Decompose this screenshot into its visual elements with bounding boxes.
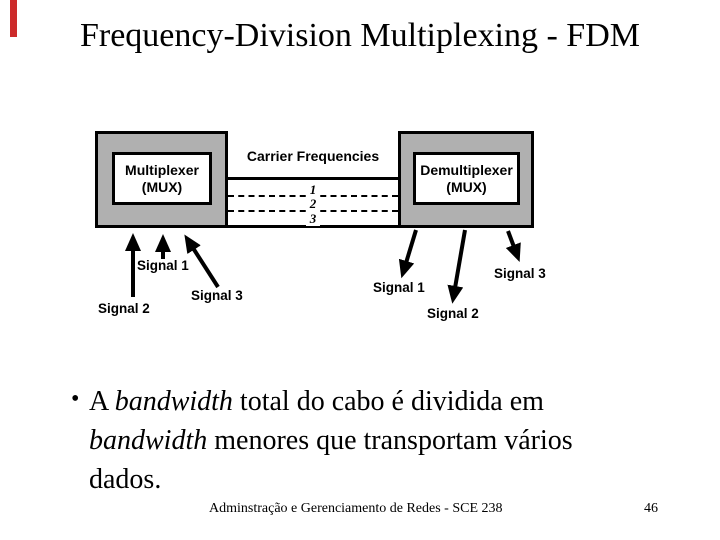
right-signal2-label: Signal 2 [427, 306, 479, 321]
footer-course-name: Adminstração e Gerenciamento de Redes - … [209, 501, 503, 516]
right-signal3-label: Signal 3 [494, 266, 546, 281]
right-signal2-arrow [447, 229, 467, 304]
body-text-italic: bandwidth [114, 386, 233, 417]
footer-page-number: 46 [644, 501, 658, 516]
bullet-line-1: A bandwidth total do cabo é dividida em [89, 382, 669, 421]
channel-number-2-text: 2 [305, 196, 321, 211]
demultiplexer-label: Demultiplexer [420, 161, 513, 178]
bullet-paragraph: • A bandwidth total do cabo é dividida e… [71, 382, 669, 499]
cable-channel: 1 2 3 [228, 177, 398, 228]
red-accent-mark [10, 0, 17, 37]
body-text-segment: total do cabo é dividida em [232, 386, 544, 417]
body-text-segment: dados. [89, 464, 162, 495]
body-text-segment: menores que transportam vários [207, 425, 573, 456]
right-signal3-arrow [505, 230, 521, 262]
body-text-italic: bandwidth [89, 425, 208, 456]
carrier-frequencies-label: Carrier Frequencies [246, 148, 380, 164]
channel-number-3: 3 [228, 211, 398, 226]
multiplexer-box: Multiplexer (MUX) [112, 152, 212, 205]
bullet-line-3: dados. [89, 460, 669, 499]
channel-number-1: 1 [228, 182, 398, 197]
body-text-segment: A [89, 386, 115, 417]
left-signal3-arrow [184, 234, 220, 289]
bullet-marker: • [71, 386, 80, 412]
channel-number-2: 2 [228, 196, 398, 211]
left-signal1-label: Signal 1 [137, 258, 189, 273]
left-signal2-label: Signal 2 [98, 301, 150, 316]
slide-title: Frequency-Division Multiplexing - FDM [79, 17, 641, 54]
channel-number-1-text: 1 [305, 182, 321, 197]
left-signal3-label: Signal 3 [191, 288, 243, 303]
demultiplexer-box: Demultiplexer (MUX) [413, 152, 520, 205]
multiplexer-label: Multiplexer [125, 161, 199, 178]
bullet-line-2: bandwidth menores que transportam vários [89, 421, 669, 460]
right-signal1-label: Signal 1 [373, 280, 425, 295]
multiplexer-sublabel: (MUX) [141, 178, 183, 195]
right-signal1-arrow [398, 229, 418, 279]
channel-number-3-text: 3 [305, 211, 321, 226]
demultiplexer-sublabel: (MUX) [446, 178, 487, 195]
